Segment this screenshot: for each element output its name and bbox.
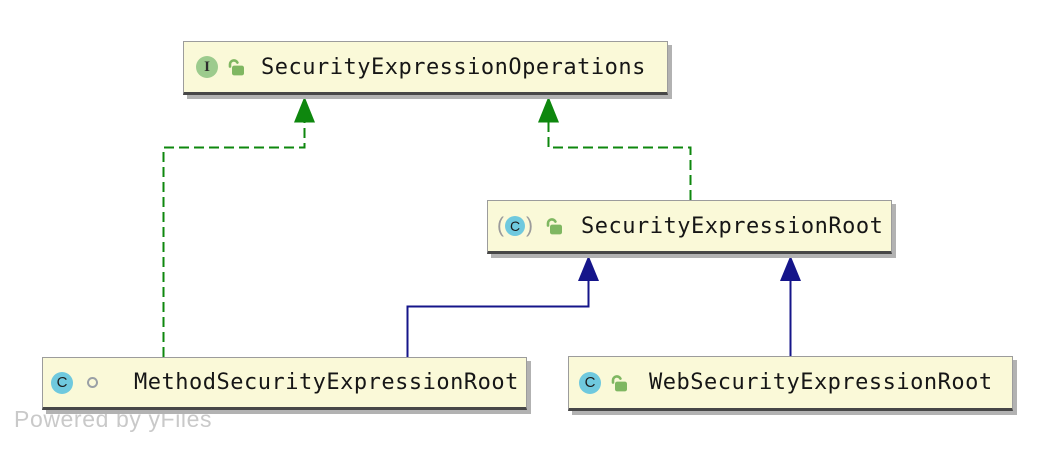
extends-arrowhead-web <box>780 255 801 281</box>
abstract-paren-left: ( <box>497 214 504 237</box>
implements-edge-root-to-operations <box>547 122 692 200</box>
package-private-visibility-icon <box>87 377 98 388</box>
public-visibility-lock-icon <box>226 57 246 77</box>
implements-arrowhead-root <box>538 96 559 123</box>
abstract-paren-right: ) <box>526 214 533 237</box>
class-name-label: SecurityExpressionRoot <box>581 213 884 239</box>
class-name-label: SecurityExpressionOperations <box>261 54 646 80</box>
class-icon-letter: C <box>584 374 596 391</box>
class-name-label: WebSecurityExpressionRoot <box>649 370 993 395</box>
implements-edge-method-to-operations <box>162 122 306 357</box>
extends-edge-method-to-root <box>406 280 590 357</box>
implements-arrowhead-method <box>294 96 315 123</box>
extends-arrowhead-method <box>578 255 599 281</box>
yfiles-watermark: Powered by yFiles <box>14 406 213 432</box>
public-visibility-lock-icon <box>544 216 564 236</box>
interface-icon-letter: I <box>204 58 210 75</box>
class-node-method-security-expression-root[interactable]: C MethodSecurityExpressionRoot <box>42 357 527 410</box>
class-icon-letter: C <box>509 218 521 234</box>
interface-icon: I <box>196 56 218 78</box>
public-visibility-lock-icon <box>609 373 629 393</box>
class-name-label: MethodSecurityExpressionRoot <box>134 370 519 395</box>
class-icon: C <box>505 216 525 236</box>
class-node-security-expression-operations[interactable]: I SecurityExpressionOperations <box>183 41 668 95</box>
class-icon-letter: C <box>56 374 68 391</box>
abstract-class-icon: ( C ) <box>496 215 534 237</box>
class-icon: C <box>579 371 601 394</box>
class-icon: C <box>51 371 73 394</box>
class-node-security-expression-root[interactable]: ( C ) SecurityExpressionRoot <box>487 200 892 254</box>
class-node-web-security-expression-root[interactable]: C WebSecurityExpressionRoot <box>568 356 1013 411</box>
